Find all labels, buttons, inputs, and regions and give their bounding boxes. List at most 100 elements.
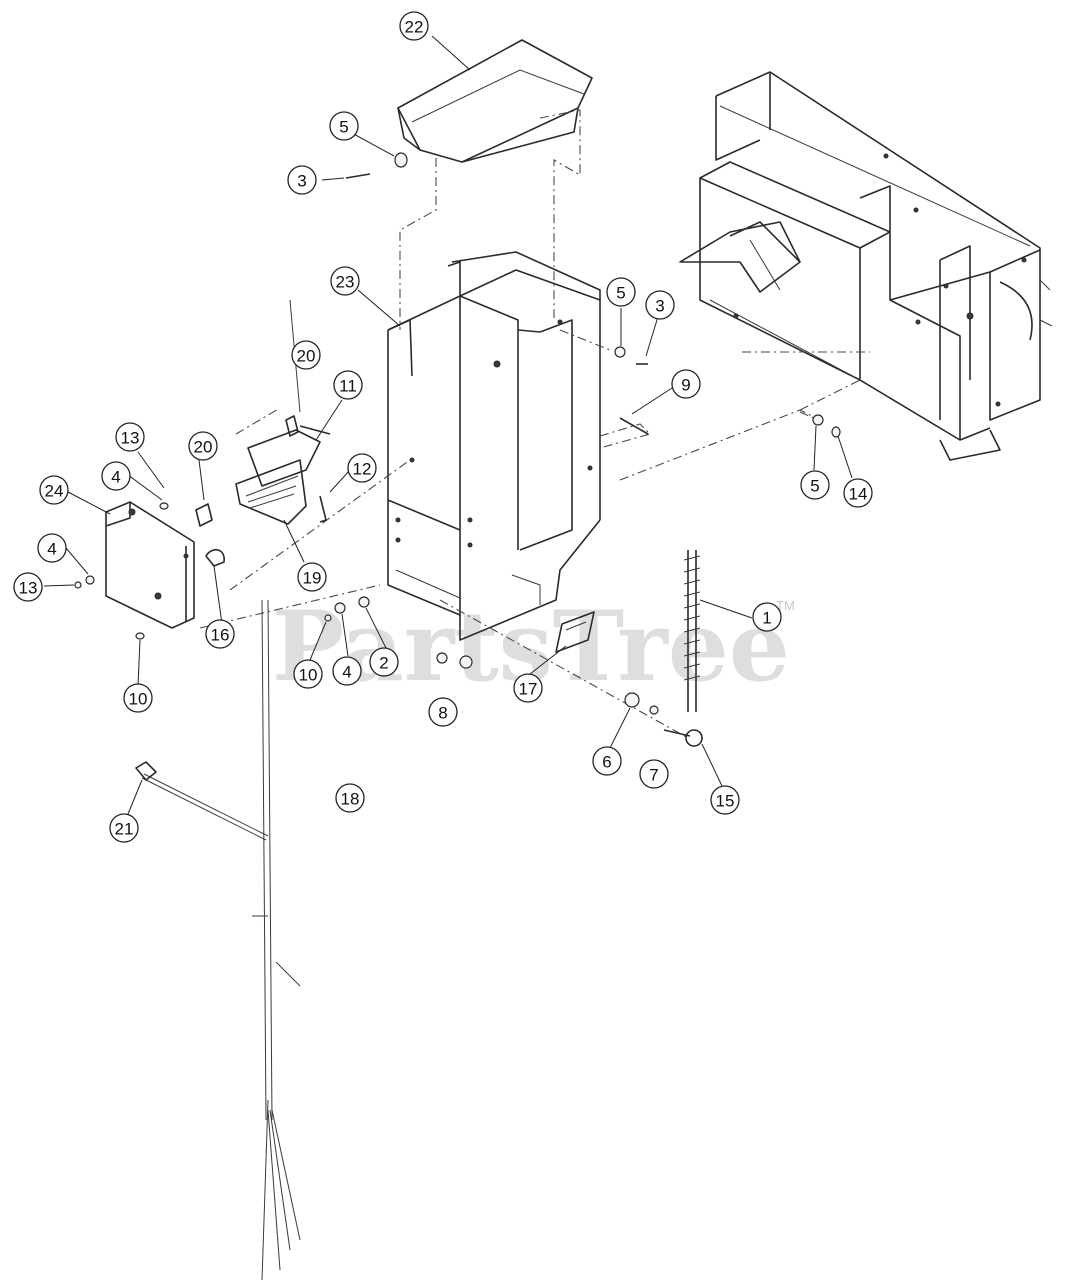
callout-circle [800, 470, 830, 500]
part-frame-assembly [679, 71, 1053, 461]
part-tower-frame [387, 251, 601, 641]
callout-circle [639, 759, 669, 789]
callout-circle [291, 340, 321, 370]
callout-number: 8 [438, 704, 447, 723]
callout-4: 4 [37, 533, 67, 563]
callout-circle [752, 602, 782, 632]
callout-circle [101, 461, 131, 491]
callout-circle [205, 619, 235, 649]
callout-number: 4 [342, 663, 351, 682]
callout-number: 5 [810, 477, 819, 496]
callout-circle [710, 785, 740, 815]
callout-number: 10 [299, 666, 318, 685]
callout-circle [330, 266, 360, 296]
callout-number: 3 [297, 172, 306, 191]
callout-24: 24 [39, 475, 69, 505]
callout-circle [335, 783, 365, 813]
part-spring [555, 550, 703, 747]
callout-20: 20 [291, 340, 321, 370]
callout-number: 2 [379, 654, 388, 673]
callout-circle [369, 647, 399, 677]
callout-5: 5 [606, 277, 636, 307]
hardware [74, 152, 841, 715]
alignment-lines [199, 329, 870, 739]
callout-number: 12 [353, 460, 372, 479]
part-top-cover [397, 39, 593, 330]
callout-circle [37, 533, 67, 563]
callout-4: 4 [101, 461, 131, 491]
callout-circle [513, 673, 543, 703]
watermark-trademark: TM [776, 598, 795, 613]
callout-number: 1 [762, 609, 771, 628]
callout-8: 8 [428, 697, 458, 727]
callout-circle [606, 277, 636, 307]
callout-3: 3 [645, 290, 675, 320]
callout-13: 13 [115, 422, 145, 452]
callout-17: 17 [513, 673, 543, 703]
callout-number: 24 [45, 482, 64, 501]
callout-10: 10 [123, 683, 153, 713]
callout-number: 3 [655, 297, 664, 316]
callout-6: 6 [592, 746, 622, 776]
callout-22: 22 [399, 11, 429, 41]
callout-circle [592, 746, 622, 776]
part-wire-harness [135, 599, 301, 1280]
callout-number: 14 [849, 485, 868, 504]
callout-number: 15 [716, 792, 735, 811]
callout-20: 20 [188, 431, 218, 461]
callout-circle [39, 475, 69, 505]
callout-circle [428, 697, 458, 727]
callout-number: 21 [115, 820, 134, 839]
callout-21: 21 [109, 813, 139, 843]
callout-2: 2 [369, 647, 399, 677]
callout-circle [671, 369, 701, 399]
callout-circle [332, 656, 362, 686]
callout-circle [297, 562, 327, 592]
callout-number: 9 [681, 376, 690, 395]
callout-number: 22 [405, 18, 424, 37]
callout-number: 13 [121, 429, 140, 448]
callout-circle [347, 453, 377, 483]
callout-number: 5 [616, 284, 625, 303]
part-switch-assembly [195, 299, 331, 567]
callout-12: 12 [347, 453, 377, 483]
callout-circle [843, 478, 873, 508]
callout-number: 17 [519, 680, 538, 699]
callout-number: 18 [341, 790, 360, 809]
callout-number: 11 [339, 377, 357, 396]
callout-circle [645, 290, 675, 320]
callout-circle [287, 165, 317, 195]
callout-number: 7 [649, 766, 658, 785]
callout-number: 10 [129, 690, 148, 709]
callout-number: 6 [602, 753, 611, 772]
callout-circle [115, 422, 145, 452]
callout-number: 4 [47, 540, 56, 559]
callout-number: 19 [303, 569, 322, 588]
callout-circle [399, 11, 429, 41]
callout-number: 20 [194, 438, 213, 457]
callout-circle [329, 111, 359, 141]
callout-number: 16 [211, 626, 230, 645]
callout-number: 23 [336, 273, 355, 292]
callout-circle [123, 683, 153, 713]
callout-circle [109, 813, 139, 843]
callout-number: 13 [19, 579, 38, 598]
callout-number: 20 [297, 347, 316, 366]
callout-number: 5 [339, 118, 348, 137]
callout-5: 5 [329, 111, 359, 141]
callout-circle [13, 572, 43, 602]
callout-3: 3 [287, 165, 317, 195]
callout-circle [293, 659, 323, 689]
callout-13: 13 [13, 572, 43, 602]
callout-circle [333, 370, 363, 400]
callout-15: 15 [710, 785, 740, 815]
part-control-box [105, 501, 195, 629]
callout-14: 14 [843, 478, 873, 508]
callout-11: 11 [333, 370, 363, 400]
callout-circle [188, 431, 218, 461]
callout-23: 23 [330, 266, 360, 296]
callout-9: 9 [671, 369, 701, 399]
callout-10: 10 [293, 659, 323, 689]
